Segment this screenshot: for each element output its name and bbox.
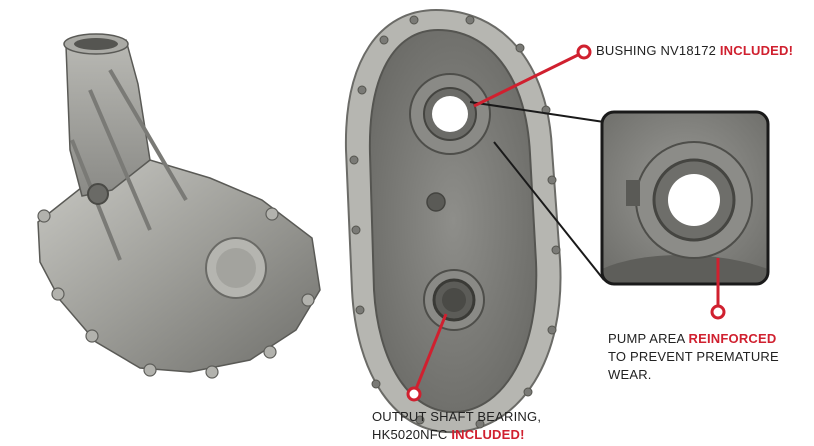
callout-output-line1: OUTPUT SHAFT BEARING, — [372, 409, 542, 424]
callout-bushing-highlight: INCLUDED! — [719, 43, 794, 58]
callout-output-text: HK5020NFC — [372, 427, 452, 442]
callout-pump-line2: TO PREVENT PREMATURE — [608, 349, 779, 364]
pump-area-zoom-inset — [600, 110, 770, 286]
callout-pointer-bushing — [473, 44, 592, 108]
callout-pointer-output — [406, 313, 448, 402]
callout-bushing-text: BUSHING NV18172 — [596, 43, 720, 58]
callout-bushing: BUSHING NV18172 INCLUDED! — [596, 42, 793, 60]
callout-output-highlight: INCLUDED! — [451, 427, 525, 442]
callout-pump-area: PUMP AREA REINFORCED TO PREVENT PREMATUR… — [608, 330, 779, 384]
callout-output-bearing: OUTPUT SHAFT BEARING, HK5020NFC INCLUDED… — [372, 408, 541, 444]
callout-pump-text: PUMP AREA — [608, 331, 689, 346]
callout-pump-line3: WEAR. — [608, 367, 652, 382]
housing-exterior-view — [37, 33, 321, 379]
callout-pump-highlight: REINFORCED — [688, 331, 777, 346]
callout-pointer-pump — [710, 258, 726, 320]
zoom-connector-bottom — [493, 141, 605, 281]
housing-interior-view — [344, 8, 562, 434]
zoom-connector-top — [469, 101, 605, 123]
